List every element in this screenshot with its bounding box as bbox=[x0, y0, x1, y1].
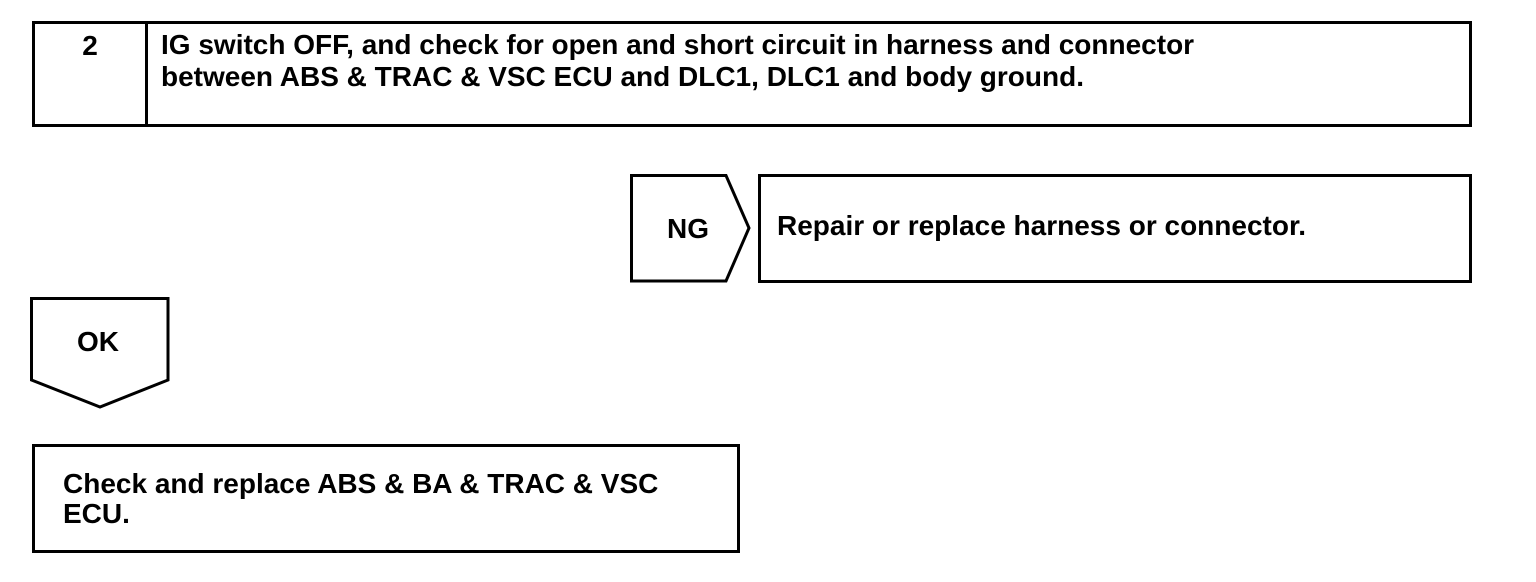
step-box: 2 IG switch OFF, and check for open and … bbox=[32, 21, 1472, 127]
ng-label: NG bbox=[667, 213, 709, 244]
step-number: 2 bbox=[82, 30, 98, 61]
ok-label: OK bbox=[77, 326, 119, 357]
ok-result-box: Check and replace ABS & BA & TRAC & VSC … bbox=[32, 444, 740, 553]
ok-result-text: Check and replace ABS & BA & TRAC & VSC … bbox=[63, 468, 659, 529]
step-number-cell: 2 bbox=[35, 24, 148, 124]
ng-result-box: Repair or replace harness or connector. bbox=[758, 174, 1472, 283]
ng-arrow-shape bbox=[630, 174, 751, 283]
ng-result-text: Repair or replace harness or connector. bbox=[777, 210, 1307, 241]
ng-arrow: NG bbox=[630, 174, 751, 283]
step-instruction: IG switch OFF, and check for open and sh… bbox=[161, 29, 1195, 92]
ok-arrow-shape bbox=[30, 297, 170, 409]
ok-arrow: OK bbox=[30, 297, 170, 409]
